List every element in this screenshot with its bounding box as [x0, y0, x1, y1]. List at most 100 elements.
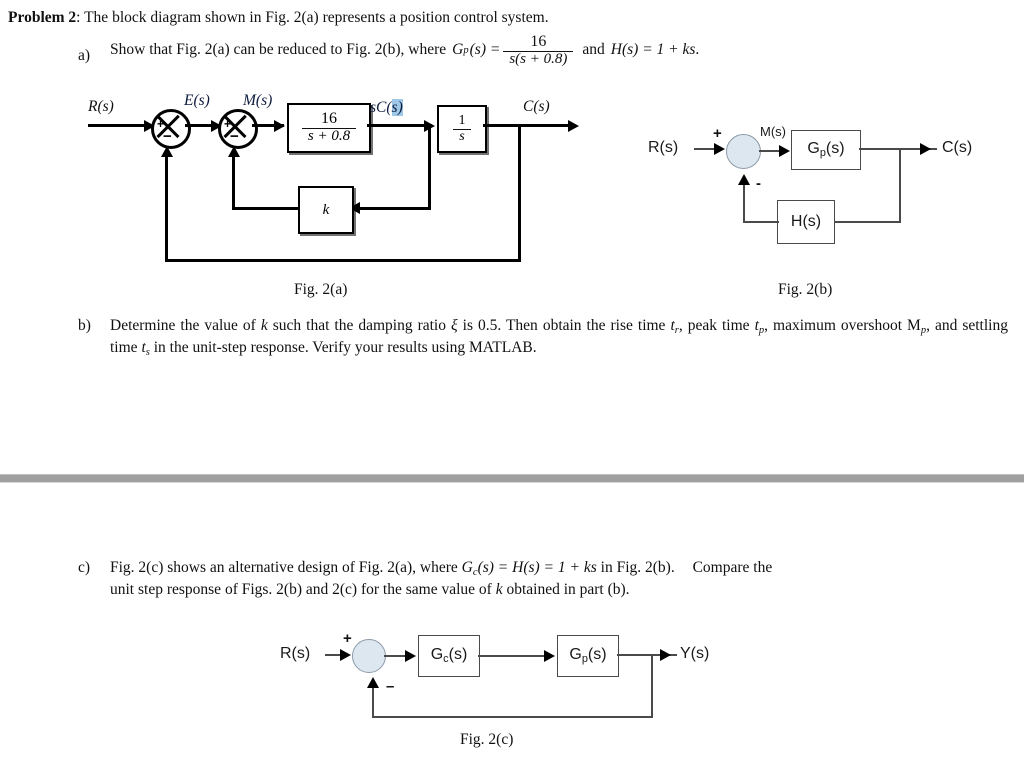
fig-b-feedback-block: H(s)	[777, 200, 835, 244]
xi-symbol: ξ	[451, 317, 458, 334]
fig-b-feedback-wire-left	[743, 221, 779, 223]
fig-a-sum-junction-2: + −	[218, 109, 258, 149]
fig-a-sum-junction-1: + −	[151, 109, 191, 149]
fig-a-plant-block: 16 s + 0.8	[287, 103, 371, 153]
fig-b-output-wire	[859, 148, 937, 150]
part-a-marker: a)	[78, 47, 91, 64]
tr-base: t	[670, 317, 675, 334]
gp-args: (s) =	[469, 41, 501, 59]
part-b-text-5: ,	[764, 317, 769, 334]
part-c-text-1: Fig. 2(c) shows an alternative design of…	[110, 559, 462, 576]
fig-a-output-arrow-icon	[568, 119, 579, 132]
fig-a-gain-label: k	[322, 201, 330, 218]
part-b-marker: b)	[78, 317, 91, 334]
fig-c-plant-input-arrow-icon	[544, 650, 555, 662]
part-a-conjunction: and	[582, 41, 605, 59]
fig-b-plant-args: (s)	[825, 140, 845, 158]
fig-c-plant-block: Gp(s)	[557, 635, 619, 677]
fig-a-inner-tap-horizontal	[352, 207, 431, 210]
fig-a-outer-feedback-horizontal	[165, 259, 521, 262]
fig-a-inner-tap-vertical	[428, 124, 431, 210]
fig-c-output-arrow-icon	[660, 649, 671, 661]
fig-b-feedback-vertical-right	[899, 148, 901, 222]
fig-c-feedback-vertical-left	[372, 687, 374, 717]
fig-b-input-wire	[694, 148, 720, 150]
fig-a-inner-feedback-vertical	[232, 155, 235, 209]
fig-a-manipulated-wire	[252, 124, 284, 127]
fig-c-controller-block: Gc(s)	[418, 635, 480, 677]
fig-a-outer-feedback-vertical-left	[165, 155, 168, 261]
fig-a-derivative-label-plain: sC(	[370, 99, 392, 116]
tp-subscript: p	[758, 324, 765, 336]
fig-c-feedback-vertical-right	[651, 654, 653, 717]
fig-c-controller-args: (s)	[448, 646, 468, 664]
fig-a-sum2-feedback-arrow-icon	[227, 146, 240, 157]
part-b-text-3: is 0.5. Then obtain the rise time	[457, 317, 671, 334]
fig-c-controller-label: Gc(s)	[431, 646, 468, 665]
part-b-text-4: , peak time	[678, 317, 755, 334]
fig-b-plant-input-arrow-icon	[779, 145, 790, 157]
fig-c-plus-sign: +	[343, 630, 352, 647]
fig-a-input-wire	[88, 124, 148, 127]
tr-subscript: r	[674, 324, 679, 336]
fig-b-output-arrow-icon	[920, 143, 931, 155]
part-c-text-5: obtained in part (b).	[502, 581, 630, 599]
fig-a-sum1-feedback-arrow-icon	[160, 146, 173, 157]
page-divider	[0, 474, 1024, 483]
k-symbol-b: k	[260, 317, 268, 334]
part-b-text-7: , and settling time	[110, 317, 1008, 357]
gc-expression: (s) = H(s) = 1 + ks	[477, 559, 597, 576]
fig-c-sum-to-controller-wire	[384, 655, 412, 657]
gp-numerator: 16	[530, 33, 547, 50]
fig-b-feedback-vertical-left	[743, 184, 745, 222]
figure-2b: R(s) + M(s) Gp(s) C(s) H(s) - Fig. 2(b)	[630, 0, 1024, 300]
fig-b-manipulated-wire	[759, 150, 785, 152]
sum1-plus-sign: +	[157, 117, 165, 131]
fig-c-plant-base: G	[569, 646, 582, 664]
fig-c-plant-subscript: p	[581, 653, 588, 666]
figure-2a: R(s) + − E(s) + − M(s) 16 s + 0.8 sC(s)	[0, 0, 640, 300]
part-a-text: Show that Fig. 2(a) can be reduced to Fi…	[110, 41, 447, 59]
h-expression: H(s) = 1 + ks	[610, 41, 696, 59]
part-c: c) Fig. 2(c) shows an alternative design…	[78, 558, 1008, 601]
ts-base: t	[141, 339, 146, 357]
problem-statement-text: The block diagram shown in Fig. 2(a) rep…	[84, 9, 549, 26]
ts-subscript: s	[145, 347, 150, 359]
fig-b-plant-subscript: p	[819, 147, 826, 160]
fig-a-plant-numerator: 16	[321, 110, 337, 128]
part-c-text-4: unit step response of Figs. 2(b) and 2(c…	[110, 581, 496, 599]
fig-a-outer-feedback-vertical-right	[518, 124, 521, 262]
fig-a-derivative-label: sC(s)	[370, 99, 403, 117]
fig-c-controller-input-arrow-icon	[405, 650, 416, 662]
fig-b-output-label: C(s)	[942, 139, 973, 156]
fig-a-error-label: E(s)	[184, 92, 210, 109]
fig-a-manipulated-label: M(s)	[243, 92, 273, 109]
fig-a-output-wire	[483, 124, 573, 127]
fig-a-gain-block: k	[298, 186, 354, 234]
fig-c-input-label: R(s)	[280, 645, 311, 662]
fig-b-feedback-wire-right	[831, 221, 901, 223]
part-c-text-3: Compare the	[692, 559, 773, 576]
gc-base: G	[461, 559, 473, 576]
fig-c-controller-subscript: c	[443, 653, 449, 666]
fig-c-output-label: Y(s)	[680, 645, 710, 662]
fig-c-caption: Fig. 2(c)	[460, 731, 514, 748]
fig-a-input-arrow-icon	[144, 119, 155, 132]
part-b-text-8: in the unit-step response. Verify your r…	[149, 339, 537, 357]
fig-b-sum-feedback-arrow-icon	[738, 174, 750, 185]
part-a-period: .	[695, 41, 700, 59]
part-a: a) Show that Fig. 2(a) can be reduced to…	[78, 33, 1008, 68]
gp-fraction: 16 s(s + 0.8)	[503, 33, 574, 68]
part-b: b) Determine the value of k such that th…	[78, 316, 1008, 360]
part-b-body: Determine the value of k such that the d…	[110, 316, 1008, 360]
fig-b-input-arrow-icon	[714, 143, 725, 155]
fig-a-output-label: C(s)	[523, 98, 550, 115]
sum2-plus-sign: +	[224, 117, 232, 131]
problem-statement-line: Problem 2: The block diagram shown in Fi…	[8, 8, 1016, 29]
part-b-text-1: Determine the value of	[110, 317, 261, 334]
fig-b-manipulated-label: M(s)	[760, 124, 786, 139]
fig-b-plus-sign: +	[713, 125, 722, 142]
fig-b-plant-label: Gp(s)	[807, 140, 844, 159]
fig-c-input-arrow-icon	[340, 649, 351, 661]
fig-c-feedback-horizontal	[372, 716, 653, 718]
